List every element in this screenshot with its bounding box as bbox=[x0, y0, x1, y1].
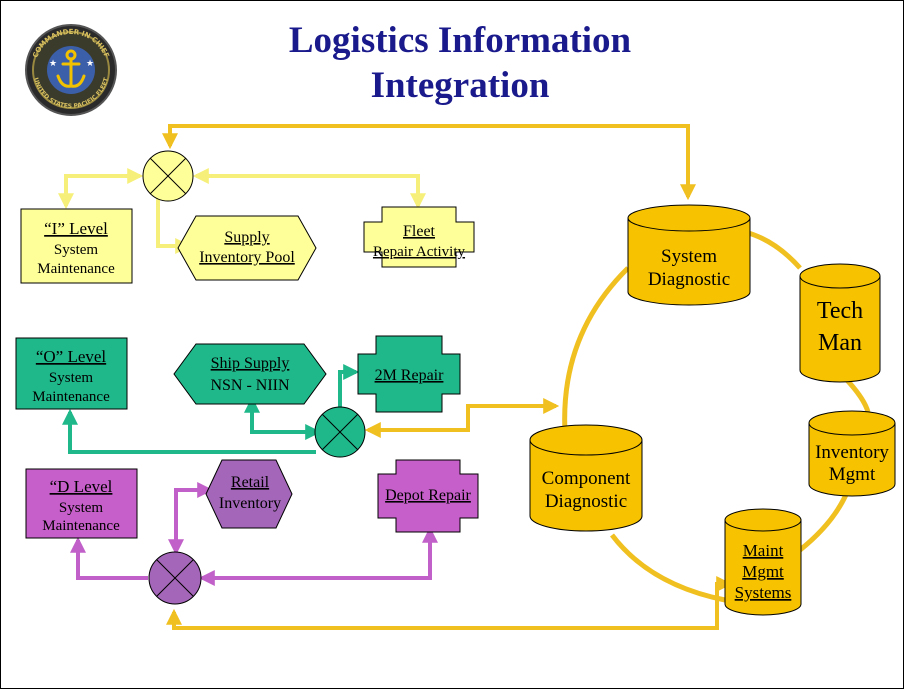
svg-text:Mgmt: Mgmt bbox=[742, 562, 784, 581]
svg-text:Retail: Retail bbox=[231, 474, 270, 491]
svg-text:NSN - NIIN: NSN - NIIN bbox=[210, 377, 290, 394]
svg-text:Inventory Pool: Inventory Pool bbox=[199, 249, 295, 266]
anchor-icon bbox=[56, 49, 86, 88]
svg-text:Man: Man bbox=[818, 330, 862, 356]
svg-text:Maintenance: Maintenance bbox=[37, 261, 115, 277]
ship-supply: Ship Supply NSN - NIIN bbox=[173, 343, 327, 405]
svg-text:Diagnostic: Diagnostic bbox=[545, 491, 627, 512]
svg-text:“O” Level: “O” Level bbox=[36, 347, 107, 366]
fleet-repair-activity: Fleet Repair Activity bbox=[363, 206, 475, 268]
svg-text:Maintenance: Maintenance bbox=[42, 518, 120, 534]
2m-repair: 2M Repair bbox=[357, 335, 461, 413]
depot-repair: Depot Repair bbox=[377, 459, 479, 533]
svg-text:System: System bbox=[49, 370, 94, 386]
svg-text:2M Repair: 2M Repair bbox=[375, 367, 445, 384]
svg-text:Repair Activity: Repair Activity bbox=[373, 244, 466, 260]
svg-text:System: System bbox=[661, 246, 717, 267]
teal-to-component-line bbox=[364, 398, 560, 438]
system-diagnostic-database: System Diagnostic bbox=[627, 204, 751, 306]
svg-text:“I” Level: “I” Level bbox=[44, 219, 108, 238]
o-level-box: “O” Level System Maintenance bbox=[15, 337, 128, 410]
d-level-box: “D Level System Maintenance bbox=[25, 468, 138, 539]
title-line-1: Logistics Information bbox=[288, 20, 632, 61]
supply-inventory-pool: Supply Inventory Pool bbox=[177, 215, 317, 281]
svg-text:Mgmt: Mgmt bbox=[829, 464, 876, 485]
svg-text:Inventory: Inventory bbox=[815, 442, 889, 463]
svg-text:Inventory: Inventory bbox=[219, 495, 281, 512]
d-level-connections bbox=[70, 482, 438, 586]
component-diagnostic-database: Component Diagnostic bbox=[529, 424, 643, 532]
d-level-summing-node bbox=[148, 551, 202, 605]
page-title: Logistics Information Integration bbox=[180, 18, 740, 108]
maint-mgmt-systems-database: Maint Mgmt Systems bbox=[724, 508, 802, 616]
svg-text:Component: Component bbox=[542, 468, 631, 489]
o-level-summing-node bbox=[314, 406, 366, 458]
command-seal: COMMANDER IN CHIEF UNITED STATES PACIFIC… bbox=[25, 24, 117, 116]
bottom-loop-line bbox=[166, 576, 733, 630]
tech-man-database: Tech Man bbox=[799, 263, 881, 383]
svg-text:Depot Repair: Depot Repair bbox=[385, 487, 471, 504]
title-line-2: Integration bbox=[370, 65, 550, 106]
svg-text:Maint: Maint bbox=[743, 541, 784, 560]
i-level-box: “I” Level System Maintenance bbox=[20, 208, 133, 284]
top-loop-line bbox=[162, 124, 696, 201]
svg-text:Diagnostic: Diagnostic bbox=[648, 269, 730, 290]
o-level-connections bbox=[62, 364, 360, 454]
svg-text:★: ★ bbox=[86, 58, 94, 68]
svg-text:Maintenance: Maintenance bbox=[32, 389, 110, 405]
svg-text:Supply: Supply bbox=[224, 229, 269, 246]
retail-inventory: Retail Inventory bbox=[205, 459, 293, 529]
svg-text:Systems: Systems bbox=[735, 583, 792, 602]
svg-text:“D Level: “D Level bbox=[50, 477, 113, 496]
svg-text:Fleet: Fleet bbox=[403, 223, 436, 240]
svg-text:Tech: Tech bbox=[817, 298, 863, 324]
i-level-connections bbox=[58, 168, 426, 254]
i-level-summing-node bbox=[142, 150, 194, 202]
svg-text:System: System bbox=[54, 242, 99, 258]
inventory-mgmt-database: Inventory Mgmt bbox=[808, 410, 896, 497]
svg-text:System: System bbox=[59, 500, 104, 516]
svg-text:Ship Supply: Ship Supply bbox=[211, 355, 290, 372]
svg-text:★: ★ bbox=[49, 58, 57, 68]
